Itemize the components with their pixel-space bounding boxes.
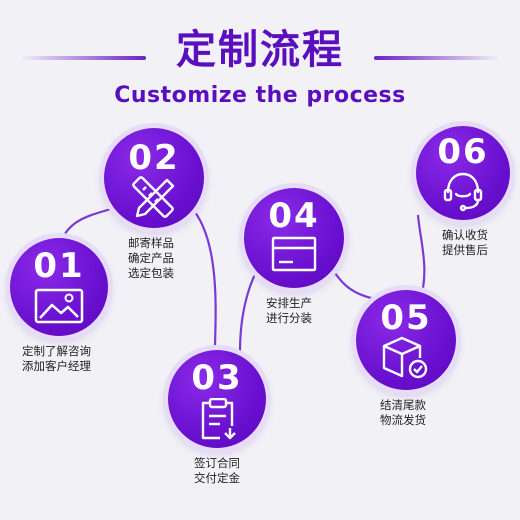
step-03-number: 03 [191,358,243,398]
page-title: 定制流程 [176,27,344,73]
image-icon [34,288,84,324]
step-03-circle: 03 [168,350,266,448]
clipboard-icon [201,398,236,440]
step-05-label: 结清尾款 物流发货 [380,398,426,427]
connector-03-04 [238,261,263,353]
connector-02-03 [189,205,217,351]
package-check-icon [382,336,428,379]
pencil-ruler-icon [132,176,175,218]
step-03-label: 签订合同 交付定金 [194,456,240,485]
title-decoration-left [20,56,146,60]
step-06-number: 06 [437,132,489,172]
step-02-circle: 02 [104,128,204,228]
step-04-label: 安排生产 进行分装 [266,296,312,325]
connector-05-06 [416,214,426,301]
step-01-number: 01 [33,246,85,286]
step-05-circle: 05 [356,290,456,390]
step-02-label: 邮寄样品 确定产品 选定包装 [128,236,174,280]
step-01-circle: 01 [10,238,108,336]
step-06-circle: 06 [416,126,510,220]
step-06-label: 确认收货 提供售后 [442,228,488,257]
step-02-number: 02 [128,138,180,178]
step-04-number: 04 [268,196,320,236]
box-icon [271,236,317,272]
page-subtitle: Customize the process [114,83,406,108]
step-01-label: 定制了解咨询 添加客户经理 [22,344,91,373]
title-decoration-right [374,56,500,60]
headset-icon [443,172,483,212]
step-04-circle: 04 [244,188,344,288]
step-05-number: 05 [380,298,432,338]
